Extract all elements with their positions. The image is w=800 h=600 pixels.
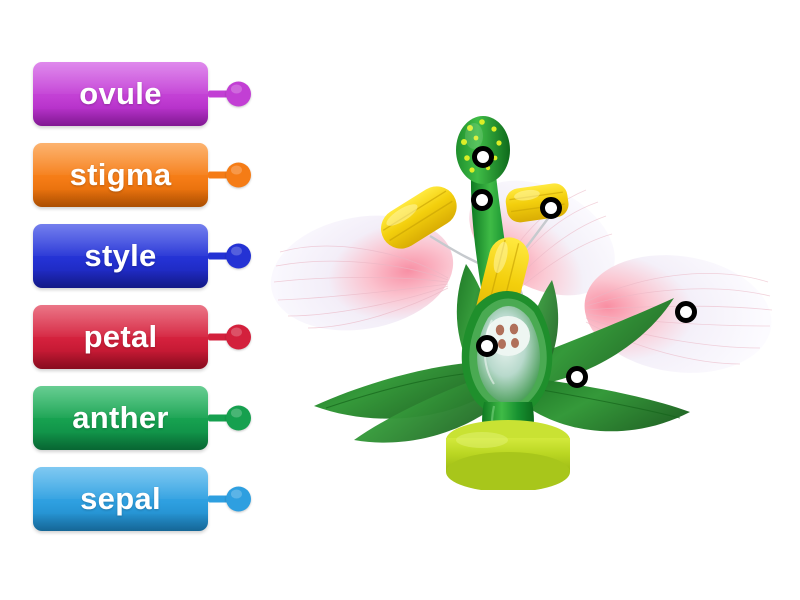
connector-stub-style [208, 252, 234, 260]
label-box-stigma[interactable]: stigma [33, 143, 208, 207]
connector-stub-sepal [208, 495, 234, 503]
connector-stub-anther [208, 414, 234, 422]
ovary-with-ovules [461, 291, 553, 417]
label-row-ovule: ovule [33, 62, 253, 126]
ovule-seeds [495, 323, 519, 349]
sepal-lower-left [354, 374, 500, 443]
label-box-style[interactable]: style [33, 224, 208, 288]
label-text-petal: petal [83, 319, 158, 354]
connector-dot-anther[interactable] [226, 405, 251, 431]
connector-dot-ovule[interactable] [226, 81, 251, 107]
connector-dot-petal[interactable] [226, 324, 251, 350]
sepal-right [528, 298, 674, 384]
flower-model-image [270, 110, 790, 490]
label-box-anther[interactable]: anther [33, 386, 208, 450]
label-text-style: style [84, 238, 157, 273]
marker-sepal[interactable] [566, 366, 588, 388]
connector-dot-sepal[interactable] [226, 486, 251, 512]
label-list: ovule stigma style petal anther sep [33, 62, 253, 548]
label-text-sepal: sepal [80, 481, 161, 516]
model-base [446, 420, 570, 490]
label-text-anther: anther [72, 400, 169, 435]
label-box-petal[interactable]: petal [33, 305, 208, 369]
label-box-sepal[interactable]: sepal [33, 467, 208, 531]
label-box-ovule[interactable]: ovule [33, 62, 208, 126]
marker-style[interactable] [471, 189, 493, 211]
marker-petal[interactable] [675, 301, 697, 323]
sepal-lower-right [532, 378, 690, 432]
connector-dot-style[interactable] [226, 243, 251, 269]
marker-stigma[interactable] [472, 146, 494, 168]
connector-dot-stigma[interactable] [226, 162, 251, 188]
anther-left [381, 186, 457, 249]
label-row-petal: petal [33, 305, 253, 369]
label-row-style: style [33, 224, 253, 288]
label-text-ovule: ovule [79, 76, 162, 111]
marker-anther[interactable] [540, 197, 562, 219]
connector-stub-ovule [208, 90, 234, 98]
label-row-anther: anther [33, 386, 253, 450]
label-row-stigma: stigma [33, 143, 253, 207]
marker-ovule[interactable] [476, 335, 498, 357]
label-text-stigma: stigma [69, 157, 172, 192]
connector-stub-petal [208, 333, 234, 341]
connector-stub-stigma [208, 171, 234, 179]
label-row-sepal: sepal [33, 467, 253, 531]
